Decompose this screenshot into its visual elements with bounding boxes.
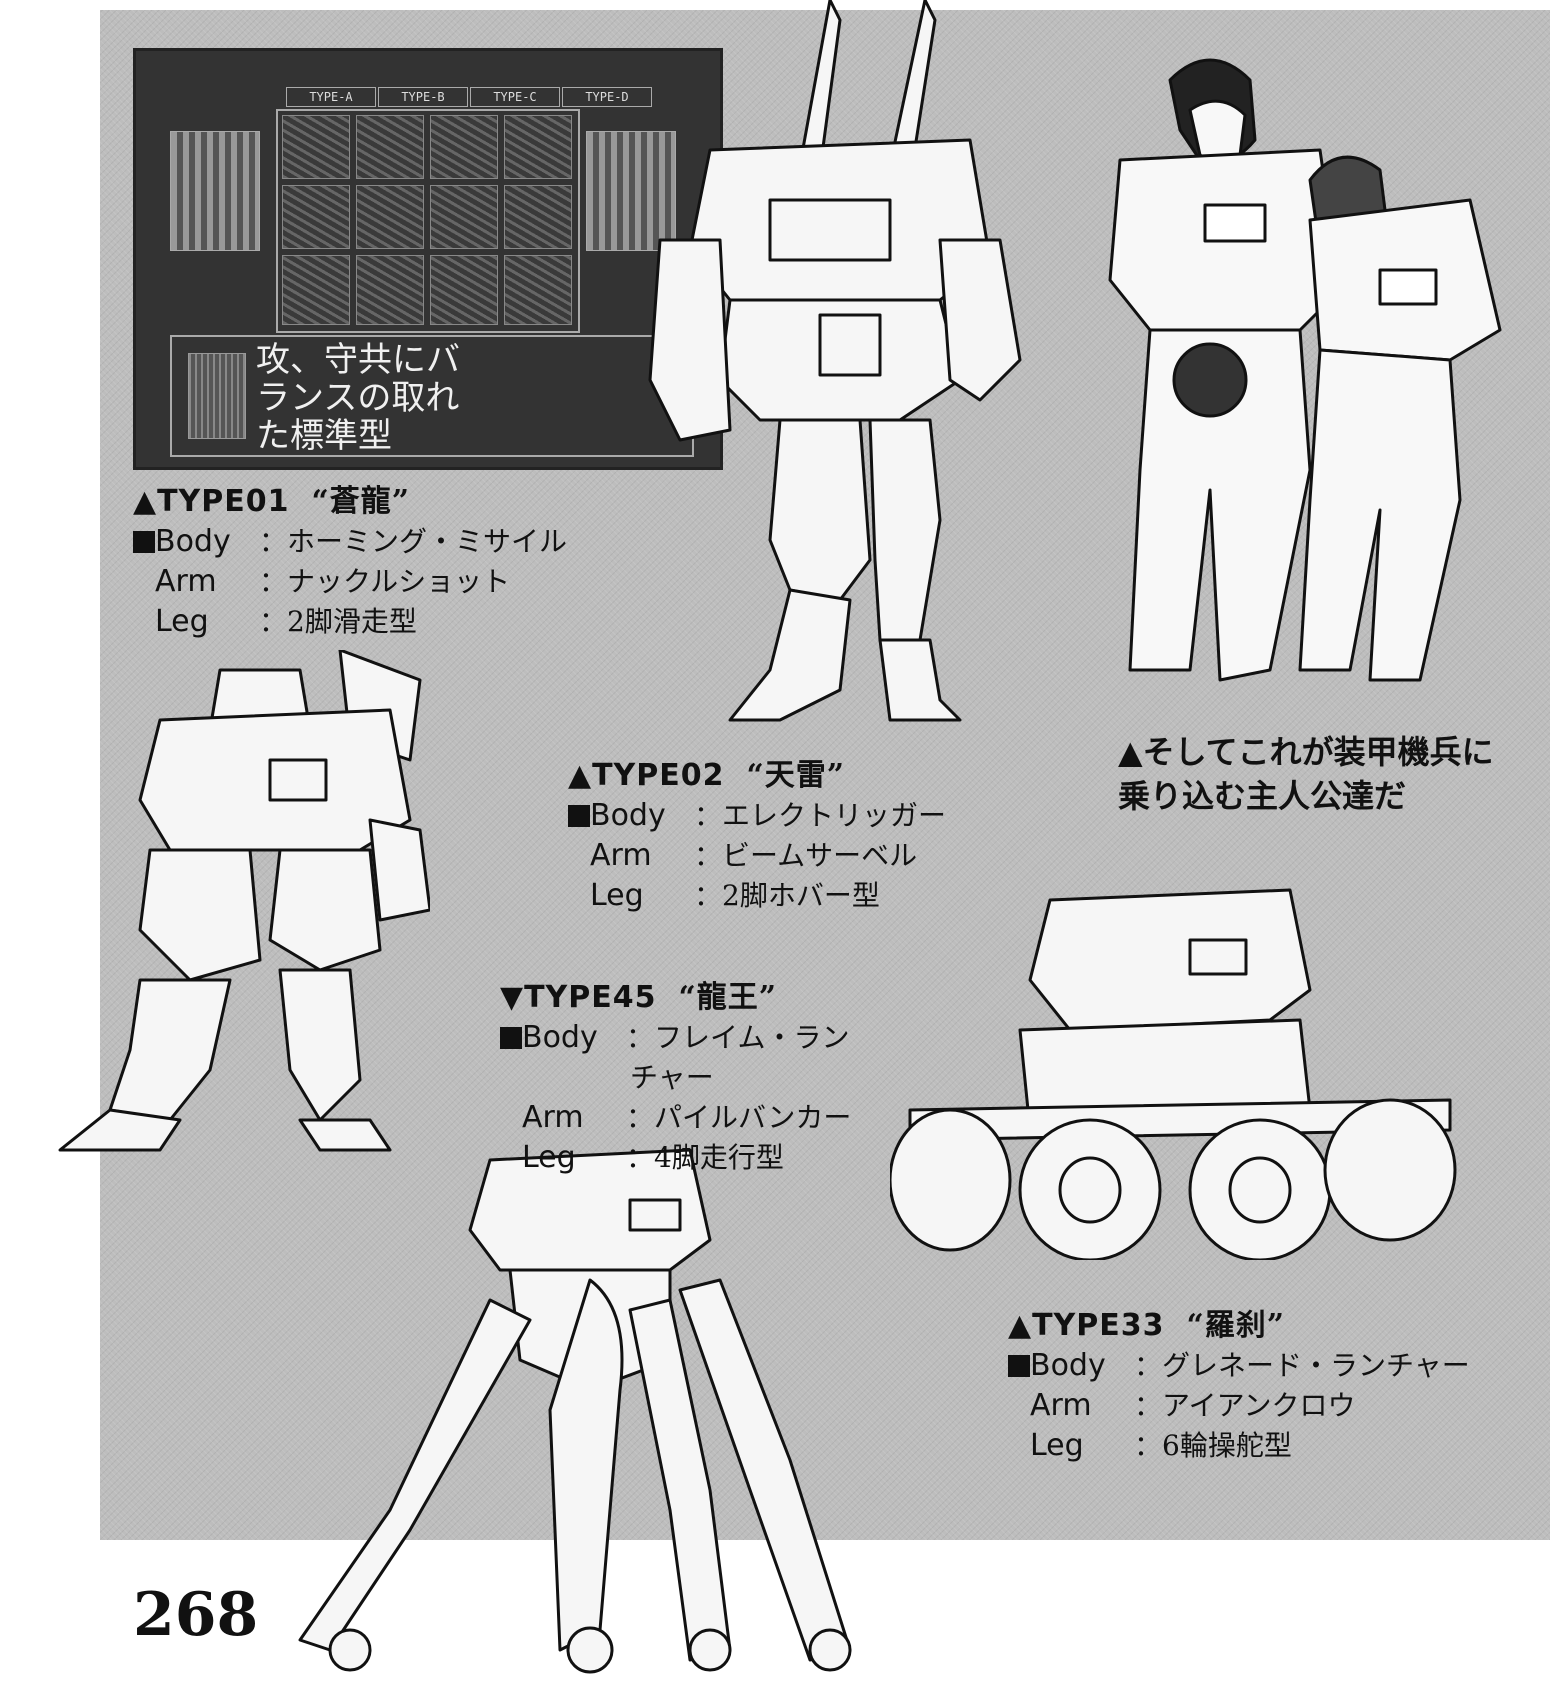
type01-leg-row: Leg：2脚滑走型: [155, 604, 417, 639]
weapon-cell: [504, 115, 572, 179]
type33-leg-row: Leg：6輪操舵型: [1030, 1428, 1292, 1463]
screen-tab: TYPE-A: [286, 87, 376, 107]
type45-title: ▼TYPE45“龍王”: [500, 980, 778, 1015]
type02-leg-row: Leg：2脚ホバー型: [590, 878, 880, 913]
screen-message-text: 攻、守共にバ ランスの取れ た標準型: [256, 340, 460, 456]
leg-cell: [282, 255, 350, 325]
type02-mech-illustration: [648, 0, 1022, 722]
type33-mech-illustration: [890, 888, 1457, 1260]
screen-message-box: 攻、守共にバ ランスの取れ た標準型: [170, 335, 694, 457]
type01-body-row: Body：ホーミング・ミサイル: [133, 522, 567, 562]
type01-arm-row: Arm：ナックルショット: [155, 564, 511, 599]
screen-tab: TYPE-C: [470, 87, 560, 107]
type45-caption: ▼TYPE45“龍王” Body：フレイム・ラン チャー Arm：パイルバンカー…: [500, 978, 851, 1178]
type45-mech-illustration: [298, 1148, 852, 1674]
page-number: 268: [133, 1580, 259, 1650]
pilot-thumbnail: [188, 353, 246, 439]
type02-caption: ▲TYPE02“天雷” Body：エレクトリッガー Arm：ビームサーベル Le…: [568, 756, 946, 916]
bullet-square: [133, 531, 155, 553]
weapon-cell: [282, 115, 350, 179]
bullet-square: [500, 1027, 522, 1049]
type33-arm-row: Arm：アイアンクロウ: [1030, 1388, 1356, 1423]
weapon-cell: [504, 185, 572, 249]
type45-leg-row: Leg：4脚走行型: [522, 1140, 784, 1175]
type33-title: ▲TYPE33“羅刹”: [1008, 1308, 1286, 1343]
leg-cell: [430, 255, 498, 325]
weapon-grid: [276, 109, 580, 333]
type02-body-row: Body：エレクトリッガー: [568, 796, 946, 836]
weapon-cell: [430, 185, 498, 249]
type02-title: ▲TYPE02“天雷”: [568, 758, 846, 793]
weapon-cell: [356, 115, 424, 179]
heroes-caption: ▲そしてこれが装甲機兵に 乗り込む主人公達だ: [1118, 730, 1494, 818]
game-screenshot: TYPE-A TYPE-B TYPE-C TYPE-D 攻、守共にバ ランスの取…: [133, 48, 723, 470]
type02-arm-row: Arm：ビームサーベル: [590, 838, 918, 873]
type45-body-row: Body：フレイム・ラン: [500, 1018, 851, 1058]
type33-caption: ▲TYPE33“羅刹” Body：グレネード・ランチャー Arm：アイアンクロウ…: [1008, 1306, 1470, 1466]
leg-cell: [504, 255, 572, 325]
screen-right-gauge: [586, 131, 676, 251]
weapon-cell: [430, 115, 498, 179]
type45-arm-row: Arm：パイルバンカー: [522, 1100, 852, 1135]
heroes-caption-line: ▲そしてこれが装甲機兵に: [1118, 733, 1494, 771]
screen-tab: TYPE-D: [562, 87, 652, 107]
type01-caption: ▲TYPE01“蒼龍” Body：ホーミング・ミサイル Arm：ナックルショット…: [133, 482, 567, 642]
screen-tab: TYPE-B: [378, 87, 468, 107]
bullet-square: [568, 805, 590, 827]
heroes-illustration: [1108, 58, 1502, 682]
type01-mech-illustration: [58, 650, 430, 1152]
heroes-caption-line: 乗り込む主人公達だ: [1118, 777, 1407, 815]
screen-left-gauge: [170, 131, 260, 251]
type45-body-cont: チャー: [630, 1061, 714, 1094]
type33-body-row: Body：グレネード・ランチャー: [1008, 1346, 1470, 1386]
leg-cell: [356, 255, 424, 325]
weapon-cell: [282, 185, 350, 249]
bullet-square: [1008, 1355, 1030, 1377]
type01-title: ▲TYPE01“蒼龍”: [133, 484, 411, 519]
weapon-cell: [356, 185, 424, 249]
